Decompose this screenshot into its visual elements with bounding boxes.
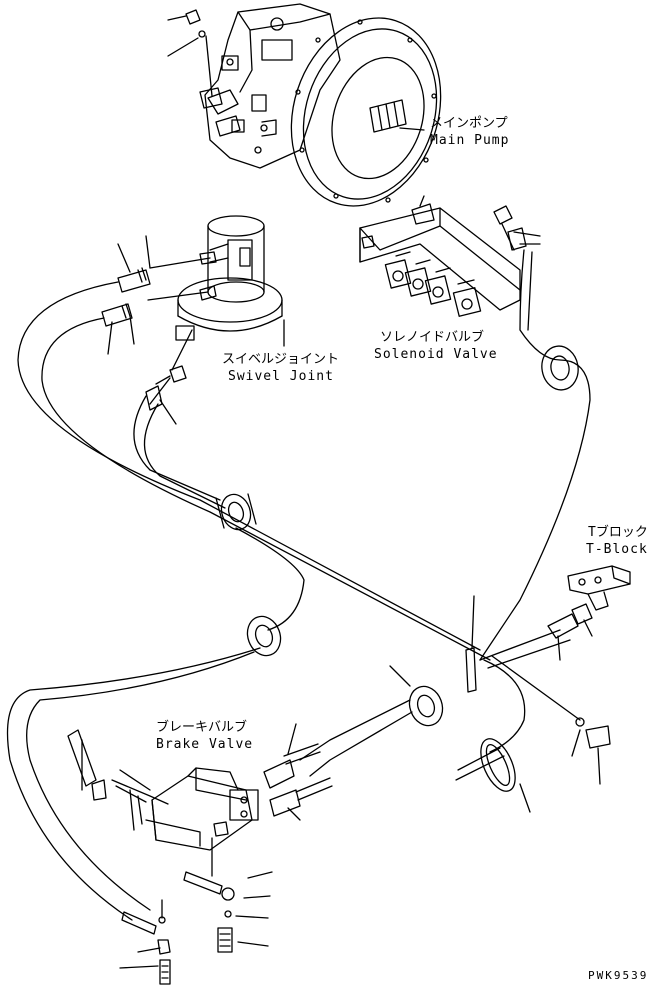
- main-pump: [168, 0, 464, 226]
- brake-valve-label-en: Brake Valve: [156, 737, 254, 752]
- leader-line: [156, 376, 170, 384]
- hydraulic-lines: [8, 250, 611, 920]
- brake-valve-label-jp: ブレーキバルブ: [156, 720, 248, 735]
- solenoid-valve: [360, 196, 540, 316]
- drawing-code: PWK9539: [588, 969, 649, 982]
- swivel-joint-label-en: Swivel Joint: [228, 369, 334, 384]
- solenoid-valve-label-en: Solenoid Valve: [374, 347, 498, 362]
- main-pump-label-jp: メインポンプ: [430, 116, 508, 131]
- brake-valve: [68, 724, 332, 984]
- main-pump-label-en: Main Pump: [430, 133, 510, 148]
- solenoid-valve-label-jp: ソレノイドバルブ: [380, 330, 485, 345]
- t-block-label-en: T-Block: [586, 542, 648, 557]
- t-block-label-jp: Tブロック: [588, 525, 648, 540]
- swivel-joint-label-jp: スイベルジョイント: [222, 352, 340, 367]
- swivel-joint: [102, 216, 284, 424]
- t-block: [548, 566, 630, 660]
